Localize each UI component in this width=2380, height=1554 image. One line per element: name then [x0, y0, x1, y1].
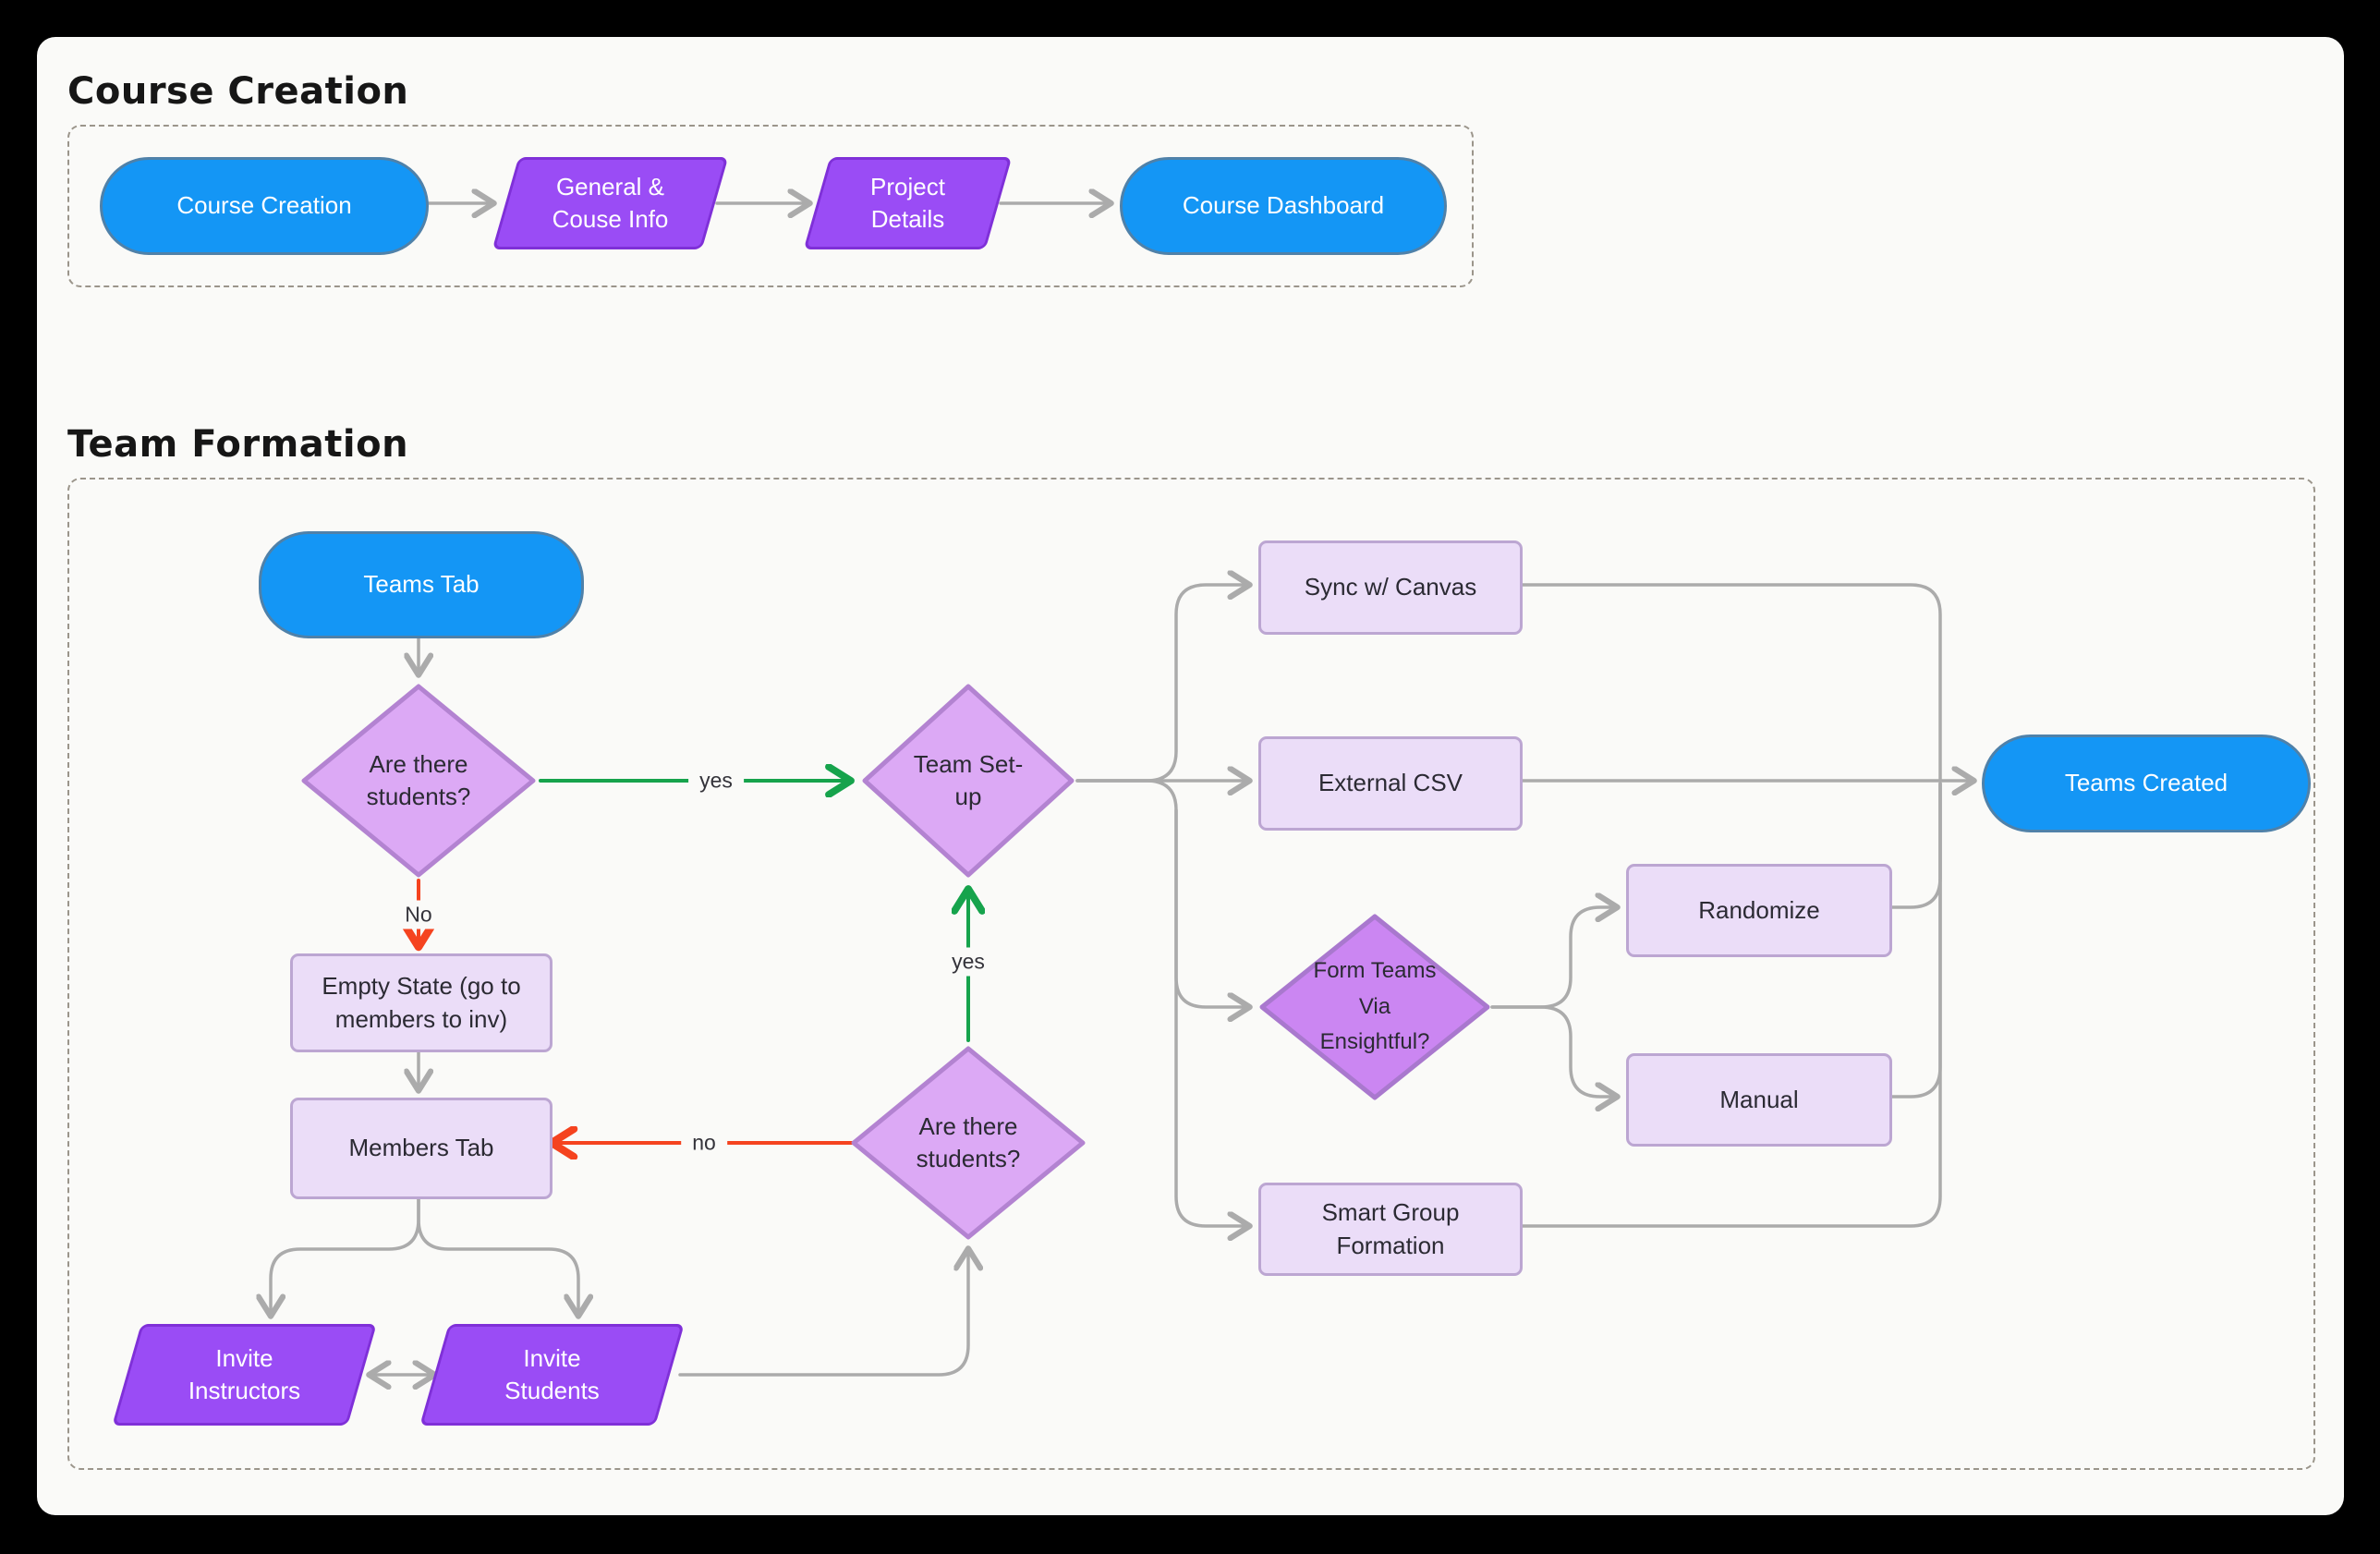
node-general-course-info[interactable]: General & Couse Info [492, 157, 728, 249]
diamond-shape [862, 684, 1075, 878]
node-sync-canvas[interactable]: Sync w/ Canvas [1258, 540, 1523, 635]
node-invite-instructors[interactable]: Invite Instructors [114, 1324, 375, 1426]
node-smart-group[interactable]: Smart Group Formation [1258, 1183, 1523, 1276]
diamond-shape [1259, 914, 1490, 1100]
node-manual[interactable]: Manual [1626, 1053, 1892, 1147]
diamond-shape [301, 684, 536, 878]
node-course-creation-start[interactable]: Course Creation [100, 157, 429, 255]
node-are-there-students-1[interactable]: Are there students? [298, 681, 539, 880]
node-randomize[interactable]: Randomize [1626, 864, 1892, 957]
diagram-canvas: Course Creation Team Formation Course Cr… [37, 37, 2344, 1515]
node-empty-state[interactable]: Empty State (go to members to inv) [290, 953, 552, 1052]
node-are-there-students-2[interactable]: Are there students? [848, 1043, 1088, 1243]
node-external-csv[interactable]: External CSV [1258, 736, 1523, 831]
node-teams-tab[interactable]: Teams Tab [259, 531, 584, 638]
node-form-teams-ensightful[interactable]: Form Teams Via Ensightful? [1257, 912, 1492, 1102]
team-formation-group [67, 478, 2315, 1470]
team-formation-title: Team Formation [67, 423, 409, 466]
node-members-tab[interactable]: Members Tab [290, 1098, 552, 1199]
node-project-details[interactable]: Project Details [804, 157, 1012, 249]
node-team-setup[interactable]: Team Set-up [859, 681, 1077, 880]
edge-label-no-1: No [394, 900, 443, 929]
course-creation-title: Course Creation [67, 70, 409, 113]
edge-label-yes-1: yes [688, 766, 744, 795]
node-course-dashboard[interactable]: Course Dashboard [1120, 157, 1447, 255]
node-invite-students[interactable]: Invite Students [421, 1324, 683, 1426]
edge-label-no-2: no [681, 1128, 727, 1158]
course-creation-group [67, 125, 1474, 287]
node-teams-created[interactable]: Teams Created [1982, 735, 2311, 832]
edge-label-yes-2: yes [941, 947, 996, 977]
diamond-shape [851, 1046, 1086, 1240]
